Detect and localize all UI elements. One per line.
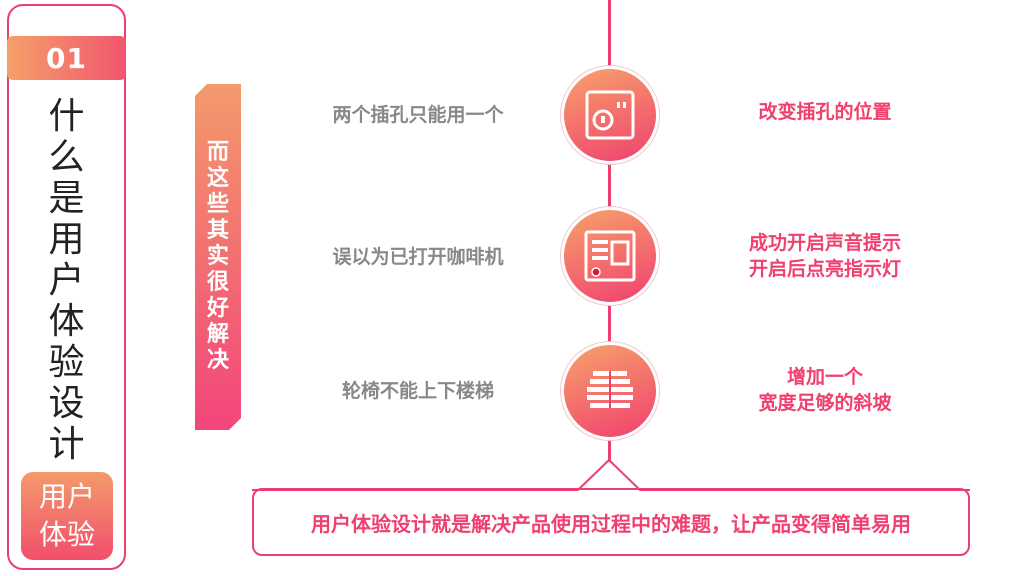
ribbon-char: 实 [206,244,229,269]
summary-text: 用户体验设计就是解决产品使用过程中的难题，让产品变得简单易用 [311,511,911,536]
badge-line: 体验 [38,518,95,551]
ribbon-char: 好 [206,296,229,321]
solution-text: 增加一个 宽度足够的斜坡 [675,364,975,416]
ux-badge: 用户 体验 [21,472,113,560]
ribbon-fold [195,84,207,96]
problem-text: 轮椅不能上下楼梯 [341,380,494,402]
solution-line: 成功开启声音提示 [748,232,901,254]
title-char: 设 [48,383,85,424]
title-char: 体 [48,301,85,342]
ribbon-label: 而 这 些 其 实 很 好 解 决 [195,84,241,430]
solution-line: 改变插孔的位置 [758,101,892,123]
summary-box: 用户体验设计就是解决产品使用过程中的难题，让产品变得简单易用 [252,488,970,556]
ribbon-char: 些 [206,192,229,217]
section-card: 01 什 么 是 用 户 体 验 设 计 用户 体验 [7,4,126,570]
ribbon-char: 其 [206,218,229,243]
socket-icon [561,66,659,164]
stairs-icon [561,342,659,440]
problem-text: 两个插孔只能用一个 [332,104,504,126]
title-char: 用 [48,219,85,260]
section-number: 01 [7,36,126,80]
ribbon-fold [229,418,241,430]
ribbon-char: 这 [206,166,229,191]
solution-line: 开启后点亮指示灯 [748,258,901,280]
ribbon-char: 很 [206,270,229,295]
ribbon-char: 而 [206,140,229,165]
coffee-machine-icon [561,207,659,305]
title-char: 什 [48,96,85,137]
solution-text: 成功开启声音提示 开启后点亮指示灯 [675,230,975,282]
title-char: 计 [48,424,85,465]
solution-text: 改变插孔的位置 [675,99,975,125]
title-char: 么 [48,137,85,178]
section-title: 什 么 是 用 户 体 验 设 计 [9,96,124,465]
problem-text: 误以为已打开咖啡机 [332,246,504,268]
ribbon-char: 决 [206,348,229,373]
title-char: 是 [48,178,85,219]
solution-line: 增加一个 [786,366,863,388]
solution-line: 宽度足够的斜坡 [758,392,892,414]
title-char: 户 [48,260,85,301]
title-char: 验 [48,342,85,383]
ribbon-char: 解 [206,322,229,347]
badge-line: 用户 [38,480,95,513]
